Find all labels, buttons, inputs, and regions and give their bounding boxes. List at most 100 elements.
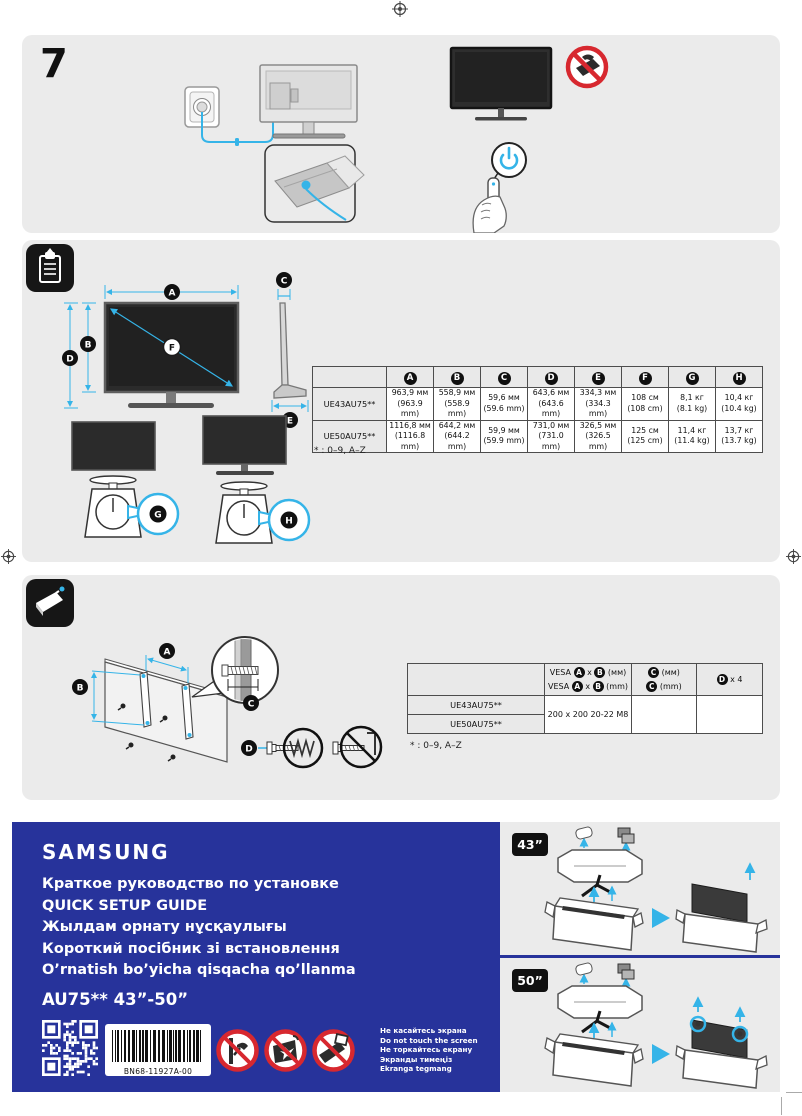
screw-depth-callout: C [191,636,279,711]
vesa-table: VESA A x B (мм) VESA A x B (mm) C (мм) C… [407,663,763,734]
qr-code [42,1020,98,1076]
model-name: UE43AU75** [407,695,545,715]
tv-rear-view [259,64,358,139]
tv-back-panel [104,658,228,763]
samsung-logo: SAMSUNG [42,840,170,864]
circle-A: A [571,680,583,692]
label-G: G [154,510,161,520]
dim-value: 1116,8 мм(1116.8 mm) [386,419,434,453]
label-mount-B: B [77,683,84,693]
power-connection-diagram [184,45,609,234]
model-range: AU75** 43”-50” [42,990,189,1009]
dim-value: 644,2 мм(644.2 mm) [433,419,481,453]
size-badge-43: 43” [512,833,548,856]
crop-mark [786,1092,802,1093]
screw-spec-prohibited [332,725,383,769]
mount-dim-B: B [72,670,145,726]
label-mount-A: A [164,647,171,657]
label-B: B [85,340,92,350]
label-A: A [169,288,176,298]
wall-mount-icon [26,579,74,627]
screw-length-value [631,695,697,734]
circle-B: B [594,666,606,678]
dim-col-header-E: E [574,366,622,388]
screw-spec-ok: D [241,727,324,769]
dim-col-header-G: G [668,366,716,388]
vesa-value: 200 x 200 20-22 M8 [544,695,632,734]
wall-mount-diagram: A B [72,636,383,769]
model-name: UE50AU75** [312,419,387,453]
label-H: H [285,516,293,526]
no-drop-screen-icon [312,1029,355,1072]
hand-with-remote [472,177,507,234]
no-impact-screen-icon [264,1029,307,1072]
warning-uk: Не торкайтесь екрану [380,1045,473,1055]
registration-mark-right [786,549,801,564]
dim-value: 108 см(108 cm) [621,387,669,421]
power-button-callout [491,142,527,183]
spec-clipboard-icon [26,244,74,292]
title-ru: Краткое руководство по установке [42,876,339,892]
dim-value: 13,7 кг(13.7 kg) [715,419,763,453]
mount-dim-A: A [145,643,189,683]
dim-col-header-C: C [480,366,528,388]
dim-col-header-D: D [527,366,575,388]
next-step-arrow [652,1044,670,1064]
dim-value: 558,9 мм(558.9 mm) [433,387,481,421]
section-wall-mount: A B [22,575,780,800]
vesa-row: UE43AU75** 200 x 200 20-22 M8 [407,695,763,734]
warning-texts: Не касайтесь экрана Do not touch the scr… [380,1026,478,1074]
dim-arrow-D: D [62,302,78,409]
label-C: C [281,276,288,286]
barcode: BN68-11927A-00 [105,1024,211,1076]
dim-col-header-B: B [433,366,481,388]
warning-uz: Ekranga tegmang [380,1064,452,1074]
label-F: F [169,343,175,353]
box-step-2 [675,862,768,953]
box-step-2 [675,996,768,1089]
dim-arrow-B: B [80,302,96,393]
dim-row: UE50AU75**1116,8 мм(1116.8 mm)644,2 мм(6… [312,419,763,453]
title-kk: Жылдам орнату нұсқаулығы [42,919,287,935]
warning-en: Do not touch the screen [380,1035,478,1045]
dim-value: 59,9 мм(59.9 mm) [480,419,528,453]
registration-mark-top [392,1,408,17]
model-name: UE43AU75** [312,387,387,421]
no-touch-screen-icon [216,1029,259,1072]
vesa-header-row: VESA A x B (мм) VESA A x B (mm) C (мм) C… [407,663,763,696]
dim-value: 643,6 мм(643.6 mm) [527,387,575,421]
stand-base [581,1010,617,1037]
title-en: QUICK SETUP GUIDE [42,897,208,914]
dim-col-header-H: H [715,366,763,388]
circle-B: B [592,680,604,692]
dim-value: 334,3 мм(334.3 mm) [574,387,622,421]
unpacking-panel-43: 43” [500,822,780,955]
dim-arrow-F: F [109,308,234,387]
weight-diagram-with-stand: H [202,415,311,544]
weight-diagram-no-stand: G [71,421,180,538]
dim-value: 8,1 кг(8.1 kg) [668,387,716,421]
dim-value: 125 см(125 cm) [621,419,669,453]
screw-length-header: C (мм) C (mm) [631,663,697,696]
dim-value: 326,5 мм(326.5 mm) [574,419,622,453]
label-E: E [287,416,293,426]
empty-header-cell [312,366,387,388]
cable-routing-inset [264,144,365,223]
section-power-connection: 7 [22,35,780,234]
label-mount-C: C [248,699,255,709]
panel-divider [500,955,780,958]
empty-header-cell [407,663,545,696]
dimension-diagram: A B D F [62,272,311,544]
size-badge-50: 50” [512,969,548,992]
registration-mark-left [1,549,16,564]
foam-and-parts [557,962,643,1019]
unpacking-diagram-50 [544,962,768,1089]
grip-highlight [689,996,749,1043]
tv-front-view [449,46,553,121]
next-step-arrow [652,908,670,928]
title-uk: Короткий посібник зі встановлення [42,940,340,957]
warning-kk: Экранды тимеңіз [380,1054,453,1064]
